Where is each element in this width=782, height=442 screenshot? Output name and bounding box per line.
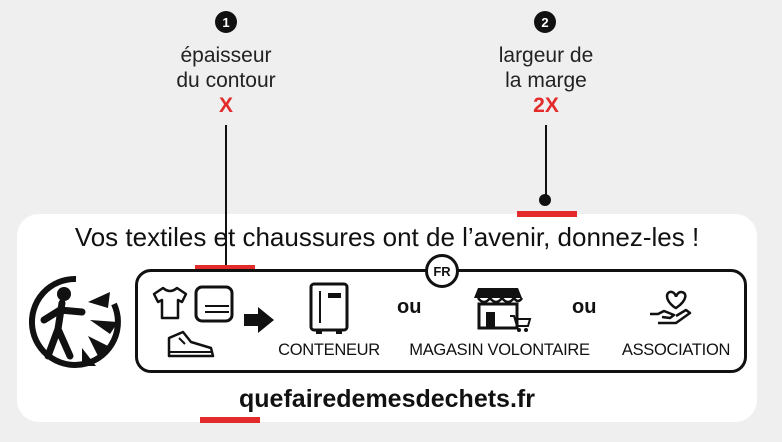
website-url: quefairedemesdechets.fr xyxy=(239,385,535,413)
triman-icon xyxy=(28,275,121,368)
pointer-line-1 xyxy=(225,125,227,265)
stroke-measure-bar-bottom xyxy=(200,417,260,423)
container-icon xyxy=(309,282,349,334)
annotation-2-line2: la marge xyxy=(505,69,587,92)
country-badge: FR xyxy=(425,254,459,288)
tshirt-icon xyxy=(152,286,188,320)
shoe-icon xyxy=(167,330,215,358)
annotation-2-line1: largeur de xyxy=(498,44,594,67)
or-label-1: ou xyxy=(397,296,422,318)
option-container-label: CONTENEUR xyxy=(278,341,380,359)
heart-hand-icon xyxy=(650,290,692,325)
pointer-line-2 xyxy=(545,125,547,200)
store-icon xyxy=(474,288,532,332)
headline: Vos textiles et chaussures ont de l’aven… xyxy=(74,222,700,252)
arrow-right-icon xyxy=(244,307,274,333)
annotation-1-line1: épaisseur xyxy=(180,44,272,67)
towel-icon xyxy=(194,285,234,323)
option-association-label: ASSOCIATION xyxy=(621,341,731,359)
annotation-1-line2: du contour xyxy=(176,69,276,92)
label-card xyxy=(17,214,757,422)
stroke-measure-bar-top xyxy=(195,265,255,271)
option-store-label: MAGASIN VOLONTAIRE xyxy=(409,341,590,359)
annotation-1-value: X xyxy=(218,94,233,117)
annotation-2-number: 2 xyxy=(534,11,556,33)
annotation-2-value: 2X xyxy=(533,94,559,117)
pointer-dot-2 xyxy=(539,194,551,206)
annotation-1-number: 1 xyxy=(215,11,237,33)
margin-measure-bar xyxy=(517,211,577,217)
or-label-2: ou xyxy=(572,296,597,318)
